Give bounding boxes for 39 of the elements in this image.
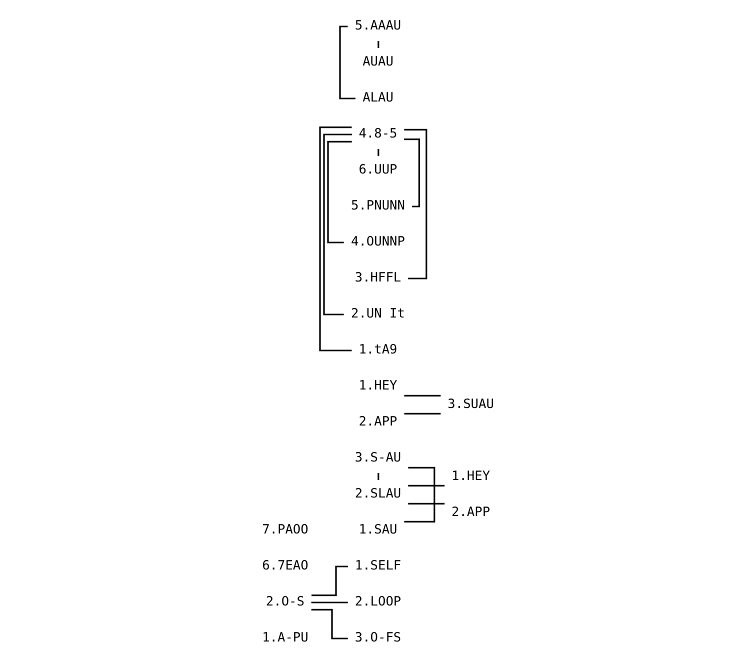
- connector: [319, 126, 352, 352]
- node-text: ALAU: [362, 90, 394, 106]
- node-text: 2.LOOP: [354, 594, 402, 610]
- node-text: 3.S-AU: [354, 450, 402, 466]
- connector: [323, 134, 352, 316]
- connector: [378, 148, 380, 156]
- node-text: AUAU: [362, 54, 394, 70]
- node-text: 5.PNUNN: [351, 198, 405, 214]
- node-text: 4.8-5: [358, 126, 398, 142]
- node-text: 1.HEY: [452, 468, 490, 484]
- node-text: 2.SLAU: [354, 486, 402, 502]
- node-text: 1.HEY: [358, 378, 398, 394]
- connector: [404, 138, 420, 208]
- node-text: 3.SUAU: [448, 396, 494, 412]
- node-text: 2.O-S: [266, 594, 304, 610]
- node-text: 2.APP: [358, 414, 398, 430]
- node-text: 1.tA9: [358, 342, 398, 358]
- connector: [404, 394, 441, 396]
- node-text: 1.A-PU: [262, 630, 308, 646]
- node-text: 1.SAU: [358, 522, 398, 538]
- node-text: 6.7EAO: [262, 558, 308, 574]
- node-text: 1.SELF: [354, 558, 402, 574]
- node-text: 7.PAOO: [262, 522, 308, 538]
- connector: [327, 140, 352, 244]
- connector: [378, 472, 380, 480]
- node-text: 2.UN It: [351, 306, 405, 322]
- node-text: 3.HFFL: [354, 270, 402, 286]
- node-text: 3.O-FS: [354, 630, 402, 646]
- connector: [404, 412, 441, 414]
- connector: [404, 128, 428, 280]
- connector: [408, 484, 445, 486]
- node-text: 6.UUP: [358, 162, 398, 178]
- connector: [404, 466, 436, 522]
- connector: [408, 502, 445, 504]
- node-text: 5.AAAU: [354, 18, 402, 34]
- node-text: 4.OUNNP: [351, 234, 405, 250]
- node-text: 2.APP: [452, 504, 490, 520]
- connector: [378, 40, 380, 48]
- connector: [311, 602, 348, 604]
